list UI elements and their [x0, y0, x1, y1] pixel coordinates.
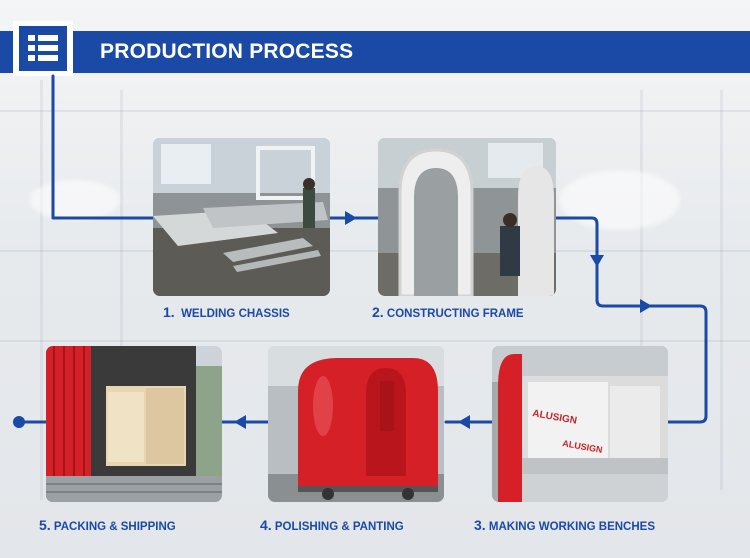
step-3-photo: ALUSIGN ALUSIGN: [492, 346, 668, 502]
step-5-photo: [46, 346, 222, 502]
step-4-number: 4.: [260, 517, 272, 533]
arrow-left-icon: [458, 415, 470, 429]
arrow-right-icon: [345, 211, 357, 225]
page-title: PRODUCTION PROCESS: [100, 40, 354, 63]
list-icon: [19, 26, 67, 71]
step-4-photo: [268, 346, 444, 502]
arrow-left-icon: [234, 415, 246, 429]
step-2-label: CONSTRUCTING FRAME: [386, 308, 524, 320]
step-3-caption: 3. MAKING WORKING BENCHES: [474, 517, 655, 533]
step-3-label: MAKING WORKING BENCHES: [488, 521, 656, 533]
connector-header-to-step1: [51, 74, 155, 220]
step-1-caption: 1. WELDING CHASSIS: [163, 304, 290, 320]
step-3-number: 3.: [474, 517, 486, 533]
step-1-label: WELDING CHASSIS: [181, 308, 290, 320]
arrow-right-icon: [640, 299, 652, 313]
step-1-number: 1.: [163, 304, 175, 320]
step-2-number: 2.: [372, 304, 384, 320]
step-5-number: 5.: [39, 517, 51, 533]
header-bar: [0, 31, 750, 73]
step-4-label: POLISHING & PANTING: [274, 521, 404, 533]
arrow-down-icon: [590, 255, 604, 267]
step-4-caption: 4. POLISHING & PANTING: [260, 517, 404, 533]
step-1-photo: [153, 138, 330, 296]
step-5-caption: 5. PACKING & SHIPPING: [39, 517, 176, 533]
step-5-label: PACKING & SHIPPING: [53, 521, 176, 533]
step-2-photo: [378, 138, 556, 296]
flow-end-dot: [13, 416, 25, 428]
step-2-caption: 2. CONSTRUCTING FRAME: [372, 304, 524, 320]
